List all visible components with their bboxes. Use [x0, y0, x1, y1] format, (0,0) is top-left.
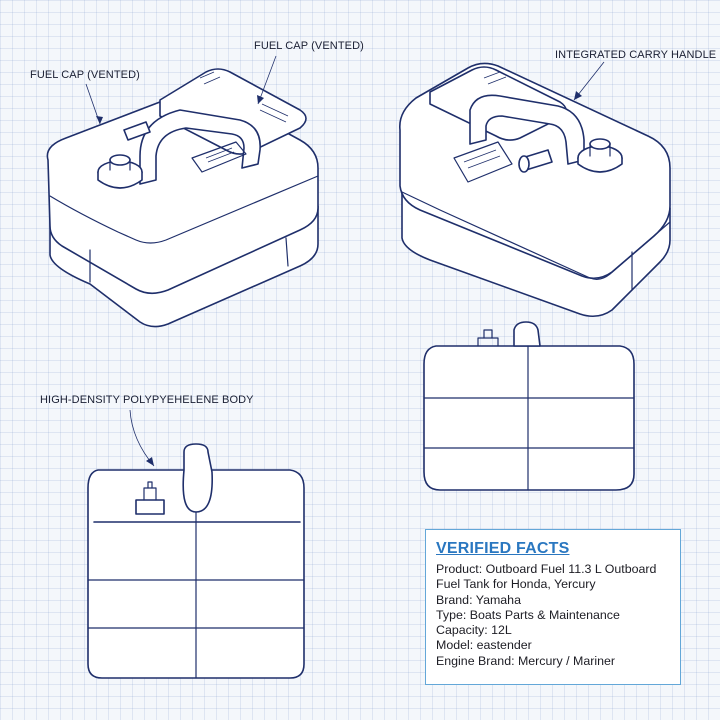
carry-handle-callout: INTEGRATED CARRY HANDLE [555, 49, 717, 61]
callout-arrows [85, 55, 605, 467]
fact-line: Brand: Yamaha [436, 592, 521, 607]
verified-facts-panel: VERIFIED FACTS Product: Outboard Fuel 11… [425, 529, 681, 685]
fact-line: Engine Brand: Mercury / Mariner [436, 653, 616, 668]
fuel-cap-callout-left: FUEL CAP (VENTED) [30, 69, 140, 81]
fuel-cap-callout-center: FUEL CAP (VENTED) [254, 40, 364, 52]
fact-line: Capacity: 12L [436, 623, 512, 638]
tank-front-right [423, 321, 635, 491]
fact-line: Product: Outboard Fuel 11.3 L Outboard [436, 562, 657, 576]
fact-line: Type: Boats Parts & Maintenance [436, 607, 620, 622]
fact-line: Model: eastender [436, 638, 532, 653]
tank-iso-left [46, 68, 319, 328]
verified-facts-title: VERIFIED FACTS [436, 540, 570, 557]
tank-iso-right [399, 62, 671, 318]
body-material-callout: HIGH-DENSITY POLYPYEHELENE BODY [40, 394, 254, 406]
fact-line: Fuel Tank for Honda, Yercury [436, 577, 596, 592]
tank-front-left [87, 443, 305, 679]
